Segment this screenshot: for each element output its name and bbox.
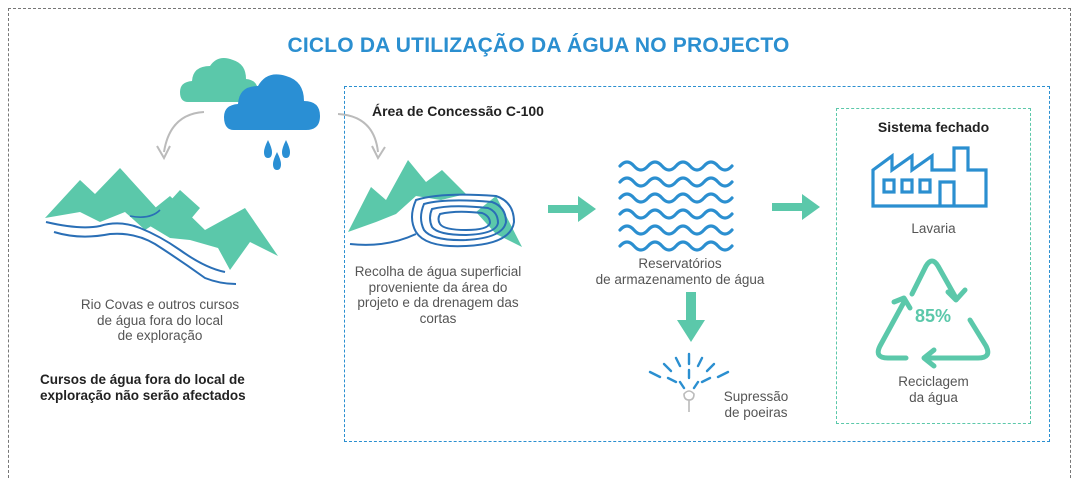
left-note-line: Cursos de água fora do local de	[40, 372, 245, 387]
left-caption-line: de exploração	[117, 328, 203, 343]
mountain-icon	[45, 168, 278, 285]
collection-line: proveniente da área do	[368, 279, 508, 295]
collection-caption: Recolha de água superficial proveniente …	[340, 264, 536, 326]
recycle-caption: Reciclagem da água	[836, 374, 1031, 405]
recycle-percent: 85%	[914, 306, 952, 326]
outer-frame	[8, 8, 1071, 478]
dust-caption: Supressão de poeiras	[716, 389, 796, 420]
arrow-right-icon	[548, 196, 596, 222]
arrow-down-icon	[677, 292, 705, 342]
left-note: Cursos de água fora do local de exploraç…	[40, 372, 290, 403]
concession-area-frame	[344, 86, 1050, 442]
left-note-line: exploração não serão afectados	[40, 387, 246, 403]
reservoir-line: de armazenamento de água	[595, 271, 765, 287]
arrow-right-icon	[772, 194, 820, 220]
left-caption: Rio Covas e outros cursos de água fora d…	[40, 297, 280, 344]
dust-line: Supressão	[723, 389, 789, 404]
closed-system-frame	[836, 108, 1031, 424]
collection-line: Recolha de água superficial	[354, 264, 522, 279]
closed-system-label: Sistema fechado	[877, 119, 990, 135]
waves-icon	[618, 160, 734, 252]
collection-line: cortas	[419, 310, 457, 326]
rain-cloud-icon	[224, 74, 320, 170]
left-caption-line: Rio Covas e outros cursos	[80, 297, 240, 312]
diagram-title: CICLO DA UTILIZAÇÃO DA ÁGUA NO PROJECTO	[287, 34, 790, 57]
plant-label: Lavaria	[911, 221, 956, 236]
recycle-line: Reciclagem	[898, 374, 969, 389]
concession-label: Área de Concessão C-100	[372, 103, 544, 119]
rain-arrow-left	[156, 111, 205, 161]
collection-line: projeto e da drenagem das	[357, 295, 519, 310]
left-caption-line: de água fora do local	[96, 312, 224, 328]
reservoir-caption: Reservatórios de armazenamento de água	[580, 256, 780, 287]
sprinkler-icon	[648, 352, 730, 412]
dust-line: de poeiras	[724, 404, 788, 420]
cloud-icon	[180, 58, 258, 102]
factory-icon	[871, 146, 988, 208]
recycle-icon	[875, 258, 991, 369]
reservoir-line: Reservatórios	[638, 256, 722, 271]
mining-pit-icon	[348, 160, 522, 248]
recycle-line: da água	[909, 389, 958, 405]
